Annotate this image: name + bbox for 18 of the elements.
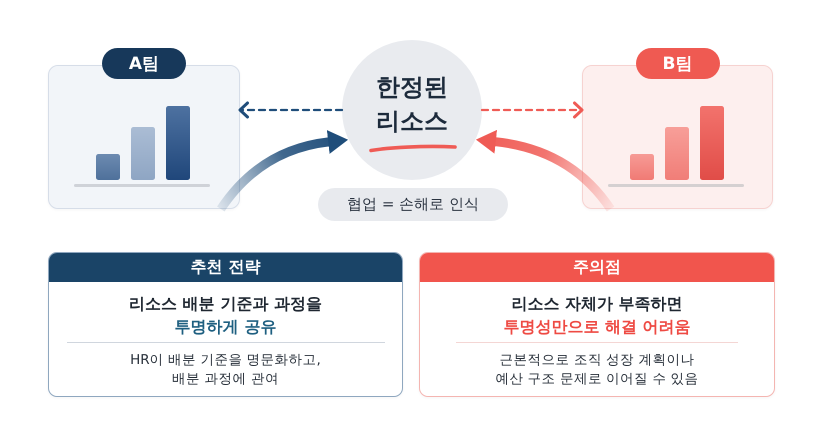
team-tag: B팀 (636, 48, 720, 79)
card-headline: 리소스 배분 기준과 과정을 (128, 293, 323, 315)
card-header: 주의점 (420, 253, 774, 282)
card-header: 추천 전략 (49, 253, 402, 282)
card-body-text: 근본적으로 조직 성장 계획이나 예산 구조 문제로 이어질 수 있음 (494, 351, 700, 389)
curved-arrow (476, 130, 614, 212)
card-highlight: 투명하게 공유 (174, 316, 278, 338)
curved-arrow (217, 130, 348, 212)
card-body-text: HR이 배분 기준을 명문화하고, 배분 과정에 관여 (129, 351, 322, 389)
dashed-arrow (238, 102, 344, 118)
card-highlight: 투명성만으로 해결 어려움 (502, 316, 692, 338)
note-pill: 협업 = 손해로 인식 (318, 188, 508, 221)
team-tag: A팀 (102, 48, 186, 79)
dashed-arrow (480, 102, 584, 118)
card-headline: 리소스 자체가 부족하면 (510, 293, 684, 315)
info-card (48, 252, 403, 397)
info-card (419, 252, 775, 397)
circle-title: 한정된 리소스 (375, 72, 449, 137)
